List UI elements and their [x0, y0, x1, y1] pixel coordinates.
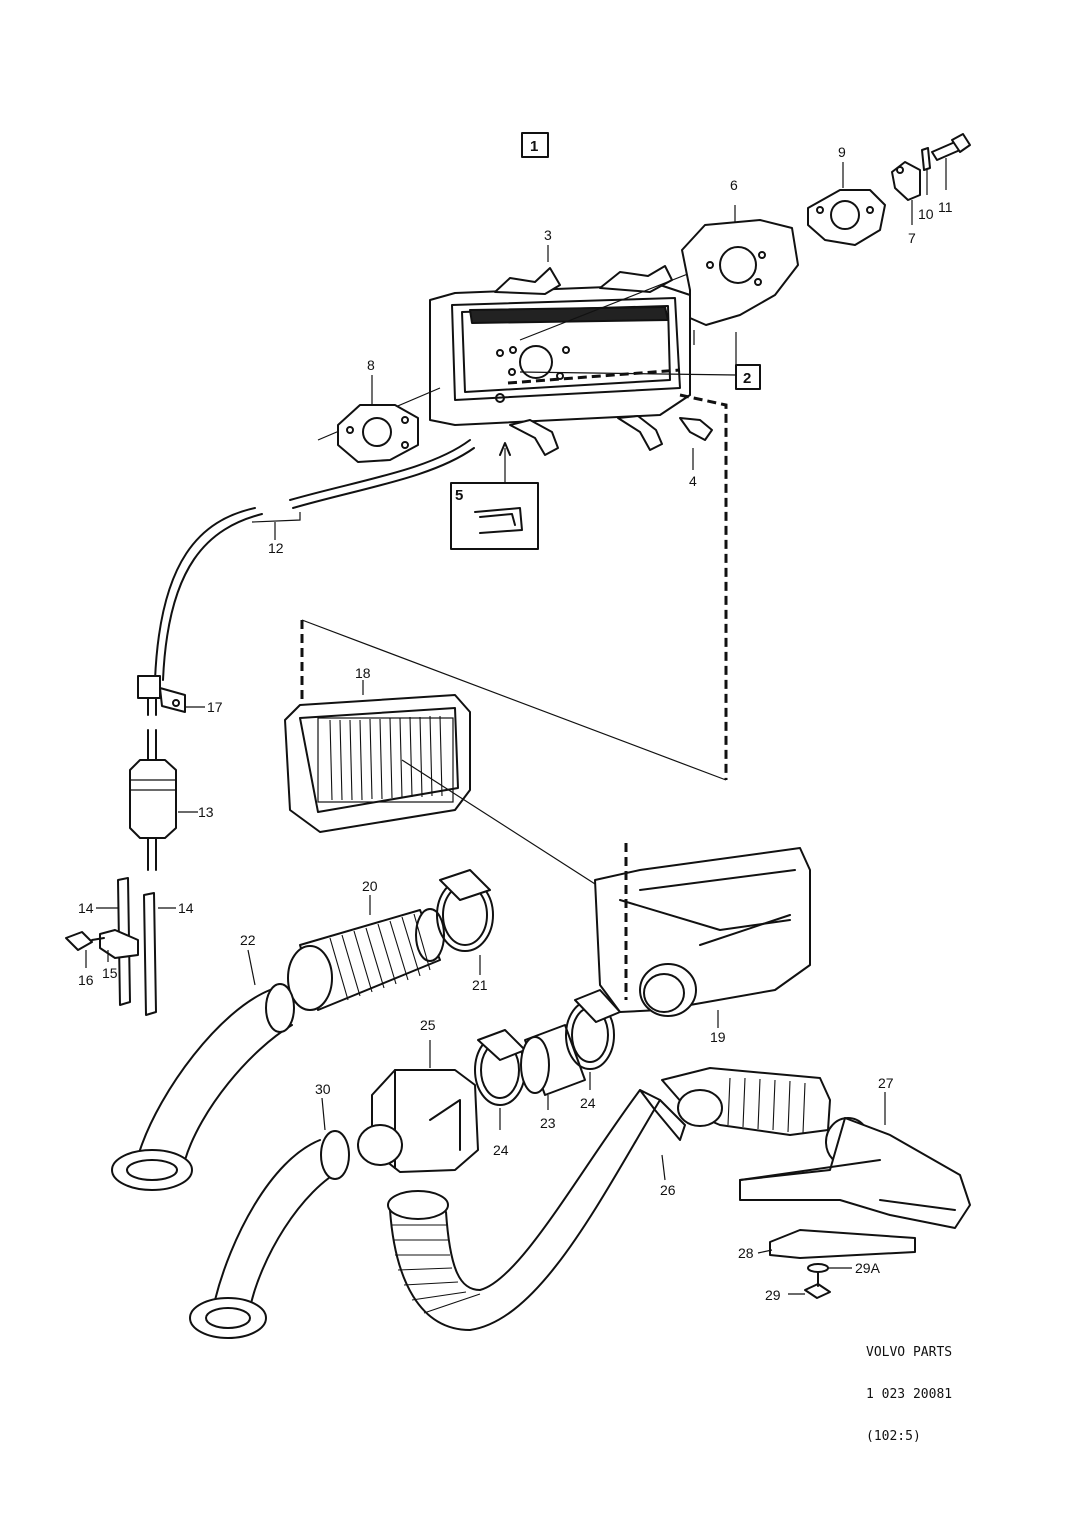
callout-23: 23	[540, 1115, 556, 1131]
part-number-block: VOLVO PARTS 1 023 20081 (102:5)	[866, 1318, 952, 1458]
pipe-22	[111, 949, 295, 1191]
callout-30: 30	[315, 1081, 331, 1097]
clip-17	[137, 675, 205, 716]
duct-27-ribs	[727, 1077, 806, 1134]
callout-box-2	[735, 364, 761, 390]
part-number-line-3: (102:5)	[866, 1429, 921, 1444]
callout-5: 5	[455, 487, 463, 504]
hose-26-ribs	[392, 1224, 481, 1314]
callout-12: 12	[268, 540, 284, 556]
callout-11: 11	[938, 199, 953, 215]
callout-20: 20	[362, 878, 378, 894]
callout-24-left: 24	[493, 1142, 509, 1158]
part-8-gasket	[337, 375, 419, 463]
callout-3: 3	[544, 227, 552, 243]
dashed-assembly-line	[679, 393, 728, 780]
callout-10: 10	[918, 206, 934, 222]
hose-20	[287, 895, 445, 1011]
callout-25: 25	[420, 1017, 436, 1033]
callout-7: 7	[908, 230, 916, 246]
hose-26	[387, 1089, 686, 1331]
callout-2: 2	[743, 370, 751, 387]
callout-27: 27	[878, 1075, 894, 1091]
screw-29-washer-29a	[788, 1263, 852, 1299]
callout-1: 1	[530, 138, 538, 155]
callout-19: 19	[710, 1029, 726, 1045]
callout-18: 18	[355, 665, 371, 681]
filter-element-18	[284, 619, 727, 901]
callout-14-left: 14	[78, 900, 94, 916]
parts-7-10-11-bracket-bolt	[891, 133, 971, 225]
clamp-21	[436, 869, 494, 975]
hose-20-ribs	[329, 913, 431, 1001]
parts-14-15-16	[65, 877, 176, 1016]
air-cleaner-housing	[317, 245, 737, 780]
callout-24-right: 24	[580, 1095, 596, 1111]
callout-15: 15	[102, 965, 118, 981]
part-number-line-1: VOLVO PARTS	[866, 1345, 953, 1360]
callout-22: 22	[240, 932, 256, 948]
hose-12	[154, 439, 475, 681]
inlet-duct-19	[594, 843, 811, 1028]
callout-14-right: 14	[178, 900, 194, 916]
callout-29a: 29A	[855, 1260, 881, 1276]
part-9-gasket	[807, 162, 886, 246]
callout-28: 28	[738, 1245, 754, 1261]
part-number-line-2: 1 023 20081	[866, 1387, 953, 1402]
callout-29: 29	[765, 1287, 781, 1303]
bracket-28	[757, 1229, 916, 1259]
callout-13: 13	[198, 804, 214, 820]
air-meter-25	[357, 1040, 479, 1173]
filter-13	[129, 729, 198, 871]
filter-pleats	[329, 715, 443, 801]
pipe-30	[189, 1097, 350, 1339]
callout-8: 8	[367, 357, 375, 373]
duct-27	[661, 1067, 971, 1229]
callout-box-5	[450, 442, 539, 550]
callout-21: 21	[472, 977, 488, 993]
callout-6: 6	[730, 177, 738, 193]
callout-26: 26	[660, 1182, 676, 1198]
part-6-adapter	[681, 205, 799, 345]
callout-16: 16	[78, 972, 94, 988]
callout-box-1: 1	[521, 132, 549, 158]
callout-9: 9	[838, 144, 846, 160]
clamp-24-sleeve-23	[474, 989, 621, 1130]
callout-17: 17	[207, 699, 223, 715]
callout-4: 4	[689, 473, 697, 489]
